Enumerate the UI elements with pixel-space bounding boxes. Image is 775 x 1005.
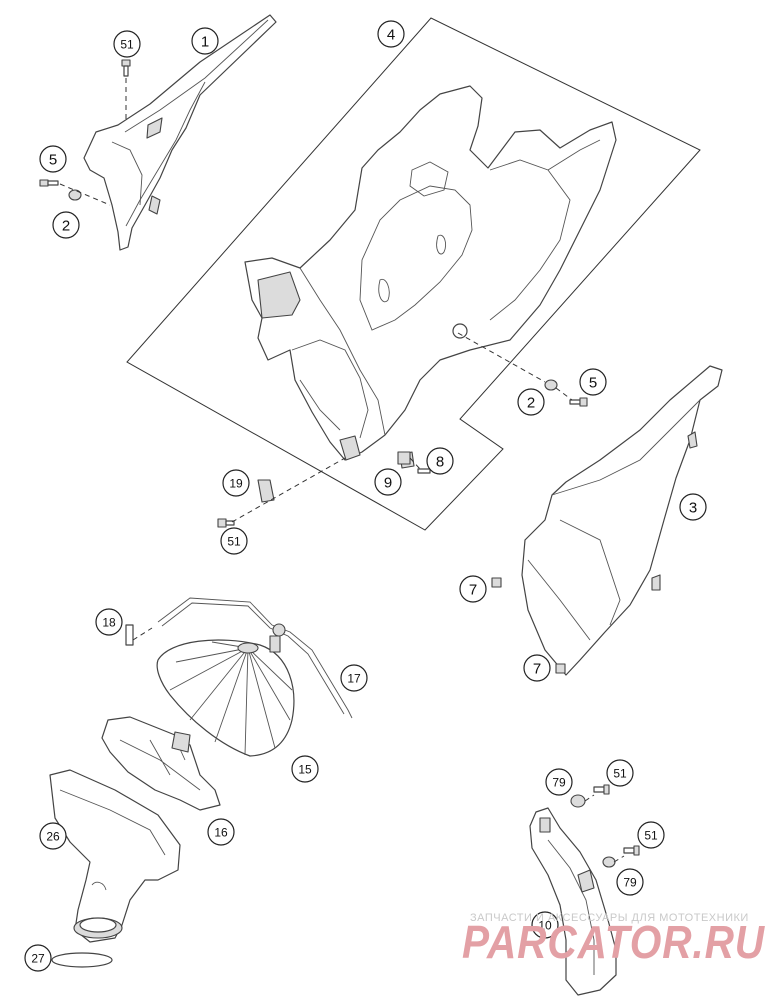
part-17-filter-holder	[157, 597, 353, 719]
screw-5-left	[39, 179, 59, 187]
callout-7-upper-label: 7	[469, 582, 477, 599]
bracket-19	[257, 479, 275, 503]
callout-51-top: 51	[113, 30, 141, 58]
screw-51-rear-upper	[593, 784, 610, 795]
screw-51-rear-lower	[623, 845, 640, 856]
nut-7-upper	[491, 577, 502, 588]
callout-7-lower: 7	[523, 654, 551, 682]
callout-16: 16	[207, 818, 235, 846]
callout-9-label: 9	[384, 475, 392, 492]
callout-15-label: 15	[298, 763, 312, 777]
callout-51-rear-lower-label: 51	[644, 829, 658, 843]
airbox-group-frame	[126, 17, 701, 531]
washer-79-lower	[602, 856, 616, 868]
callout-3: 3	[679, 493, 707, 521]
callout-10: 10	[531, 911, 559, 939]
callout-51-top-label: 51	[120, 38, 134, 52]
leader-lines	[59, 78, 625, 863]
callout-5-right: 5	[579, 368, 607, 396]
washer-79-upper	[570, 794, 586, 808]
part-1-side-bracket	[83, 14, 277, 251]
callout-8-label: 8	[436, 454, 444, 471]
callout-17: 17	[340, 664, 368, 692]
callout-5-right-label: 5	[589, 375, 597, 392]
callout-5-left: 5	[39, 145, 67, 173]
part-15-air-filter	[156, 639, 295, 757]
callout-27-label: 27	[31, 952, 45, 966]
callout-26-label: 26	[46, 830, 60, 844]
callout-17-label: 17	[347, 672, 361, 686]
pin-18	[125, 624, 134, 646]
callout-79-lower-label: 79	[623, 876, 637, 890]
part-26-intake-boot	[49, 769, 181, 943]
callout-7-upper: 7	[459, 575, 487, 603]
screw-51-top	[121, 59, 131, 77]
part-27-clamp	[51, 952, 113, 968]
screw-9	[417, 468, 431, 474]
callout-51-rear-upper-label: 51	[613, 767, 627, 781]
part-4-airbox	[244, 85, 617, 469]
nut-8	[397, 451, 411, 465]
washer-2-right	[544, 379, 558, 391]
callout-19-label: 19	[229, 477, 243, 491]
screw-5-right	[569, 397, 588, 407]
watermark-brand: PARCATOR.RU	[462, 916, 766, 968]
callout-79-upper: 79	[545, 768, 573, 796]
callout-2-left-label: 2	[62, 218, 70, 235]
callout-2-right: 2	[517, 388, 545, 416]
callout-4: 4	[377, 20, 405, 48]
callout-51-rear-lower: 51	[637, 821, 665, 849]
callout-8: 8	[426, 447, 454, 475]
callout-1: 1	[191, 27, 219, 55]
nut-7-lower	[555, 663, 566, 674]
callout-18: 18	[95, 608, 123, 636]
callout-9: 9	[374, 468, 402, 496]
part-10-air-duct	[529, 807, 617, 996]
watermark-caption: ЗАПЧАСТИ И АКСЕССУАРЫ ДЛЯ МОТОТЕХНИКИ	[470, 912, 749, 924]
callout-10-label: 10	[538, 919, 552, 933]
callout-51-rear-upper: 51	[606, 759, 634, 787]
callout-16-label: 16	[214, 826, 228, 840]
callout-18-label: 18	[102, 616, 116, 630]
callout-1-label: 1	[201, 34, 209, 51]
callout-27: 27	[24, 944, 52, 972]
washer-2-left	[68, 189, 82, 201]
callout-2-right-label: 2	[527, 395, 535, 412]
callout-79-lower: 79	[616, 868, 644, 896]
callout-2-left: 2	[52, 211, 80, 239]
callout-15: 15	[291, 755, 319, 783]
callout-79-upper-label: 79	[552, 776, 566, 790]
callout-26: 26	[39, 822, 67, 850]
part-16-filter-cage	[101, 716, 221, 811]
callout-3-label: 3	[689, 500, 697, 517]
callout-5-left-label: 5	[49, 152, 57, 169]
callout-51-mid-label: 51	[227, 535, 241, 549]
callout-4-label: 4	[387, 27, 395, 44]
screw-51-mid	[217, 518, 235, 528]
callout-19: 19	[222, 469, 250, 497]
callout-51-mid: 51	[220, 527, 248, 555]
part-3-side-panel	[521, 365, 723, 676]
callout-7-lower-label: 7	[533, 661, 541, 678]
